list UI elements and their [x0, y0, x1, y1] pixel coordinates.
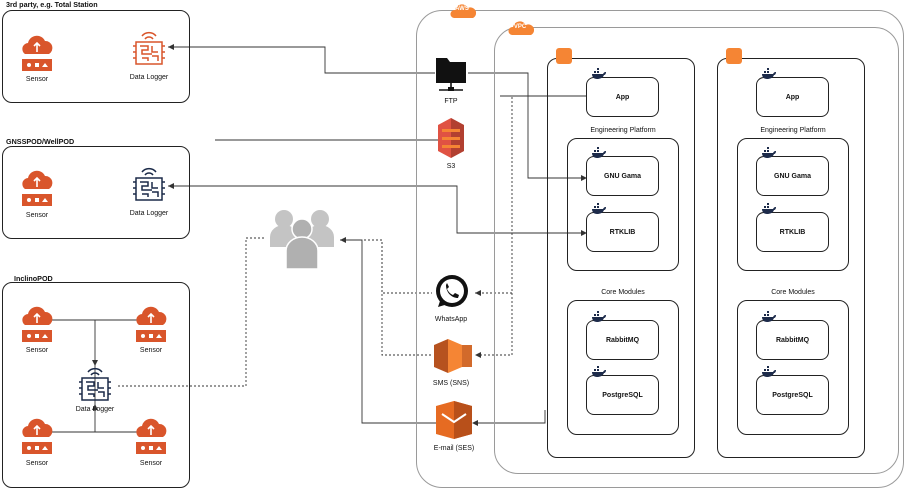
gnu-gama-node[interactable]: GNU Gama: [586, 156, 659, 196]
app-node[interactable]: App: [586, 77, 659, 117]
gnu-gama-label: GNU Gama: [604, 173, 641, 180]
engineering-platform-group: [737, 138, 849, 271]
group-gnsspod: [2, 146, 190, 239]
vpc-badge-label: VPC: [513, 24, 527, 30]
docker-icon: [762, 311, 776, 322]
whatsapp-icon: [436, 275, 468, 307]
vpc-cloud-icon: [508, 21, 534, 35]
group-title: InclinoPOD: [14, 274, 53, 283]
instance-container: [717, 58, 865, 458]
engineering-platform-title: Engineering Platform: [590, 127, 656, 134]
core-modules-group: [567, 300, 679, 435]
aws-badge-label: AWS: [455, 6, 469, 12]
rtklib-label: RTKLIB: [779, 229, 806, 236]
group-title: 3rd party, e.g. Total Station: [6, 0, 98, 9]
rtklib-label: RTKLIB: [609, 229, 636, 236]
data-logger-label: Data Logger: [129, 210, 169, 217]
data-logger-label: Data Logger: [75, 406, 115, 413]
data-logger-icon: [79, 367, 111, 401]
engineering-platform-group: [567, 138, 679, 271]
aws-cloud-icon: [450, 4, 476, 18]
sensor-label: Sensor: [139, 347, 163, 354]
data-logger-icon: [133, 31, 165, 65]
sensor-icon: [136, 418, 167, 454]
sensor-label: Sensor: [25, 460, 49, 467]
sensor-label: Sensor: [139, 460, 163, 467]
rabbitmq-node[interactable]: RabbitMQ: [586, 320, 659, 360]
rtklib-node[interactable]: RTKLIB: [756, 212, 829, 252]
sensor-label: Sensor: [25, 212, 49, 219]
data-logger-icon: [133, 167, 165, 201]
data-logger-label: Data Logger: [129, 74, 169, 81]
docker-icon: [762, 147, 776, 158]
sensor-icon: [136, 306, 167, 342]
postgresql-label: PostgreSQL: [772, 392, 813, 399]
sns-label: SMS (SNS): [432, 380, 470, 387]
docker-icon: [762, 366, 776, 377]
postgresql-node[interactable]: PostgreSQL: [586, 375, 659, 415]
aws-cloud-boundary: [416, 10, 904, 488]
postgresql-label: PostgreSQL: [602, 392, 643, 399]
docker-icon: [592, 203, 606, 214]
sensor-label: Sensor: [25, 347, 49, 354]
ftp-server-icon: [436, 58, 466, 91]
users-group-icon: [270, 210, 334, 270]
ses-label: E-mail (SES): [433, 445, 475, 452]
group-inclinopod: [2, 282, 190, 488]
rabbitmq-node[interactable]: RabbitMQ: [756, 320, 829, 360]
docker-icon: [762, 203, 776, 214]
app-label: App: [615, 94, 630, 101]
group-title: GNSSPOD/WellPOD: [6, 137, 75, 146]
sensor-icon: [22, 306, 53, 342]
docker-icon: [592, 366, 606, 377]
rabbitmq-label: RabbitMQ: [775, 337, 810, 344]
postgresql-node[interactable]: PostgreSQL: [756, 375, 829, 415]
docker-icon: [592, 311, 606, 322]
instance-orange-icon: [556, 48, 572, 64]
s3-bucket-icon: [438, 118, 464, 158]
docker-icon: [592, 68, 606, 79]
sensor-icon: [22, 35, 53, 71]
app-node[interactable]: App: [756, 77, 829, 117]
sns-icon: [434, 339, 472, 373]
sensor-icon: [22, 170, 53, 206]
sensor-label: Sensor: [25, 76, 49, 83]
sensor-icon: [22, 418, 53, 454]
docker-icon: [762, 68, 776, 79]
core-modules-title: Core Modules: [771, 289, 815, 296]
gnu-gama-label: GNU Gama: [774, 173, 811, 180]
app-label: App: [785, 94, 800, 101]
vpc-boundary: [494, 27, 899, 474]
instance-orange-icon: [726, 48, 742, 64]
rabbitmq-label: RabbitMQ: [605, 337, 640, 344]
docker-icon: [592, 147, 606, 158]
gnu-gama-node[interactable]: GNU Gama: [756, 156, 829, 196]
s3-label: S3: [446, 163, 456, 170]
core-modules-group: [737, 300, 849, 435]
instance-container: [547, 58, 695, 458]
rtklib-node[interactable]: RTKLIB: [586, 212, 659, 252]
whatsapp-label: WhatsApp: [434, 316, 468, 323]
engineering-platform-title: Engineering Platform: [760, 127, 826, 134]
core-modules-title: Core Modules: [601, 289, 645, 296]
group-third-party: [2, 10, 190, 103]
ses-icon: [436, 401, 472, 439]
ftp-label: FTP: [444, 98, 458, 105]
